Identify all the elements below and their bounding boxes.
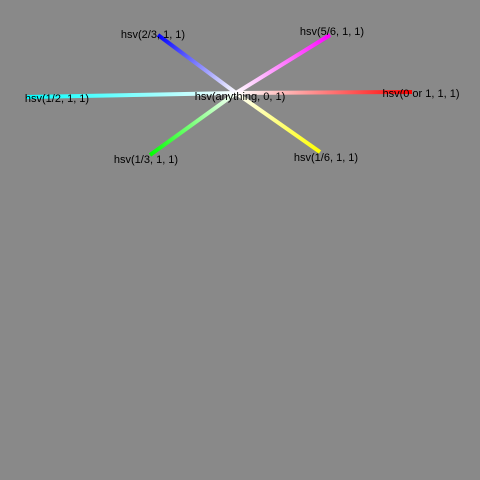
center-label: hsv(anything, 0, 1) xyxy=(195,91,286,103)
spoke-yellow xyxy=(234,91,322,154)
spoke-green xyxy=(148,91,238,157)
spoke-magenta xyxy=(234,33,332,95)
spoke-labels: hsv(0 or 1, 1, 1) hsv(1/6, 1, 1) hsv(1/3, … xyxy=(25,26,460,166)
spokes xyxy=(26,33,413,157)
spoke-label-magenta: hsv(5/6, 1, 1) xyxy=(300,26,364,38)
spoke-label-green: hsv(1/3, 1, 1) xyxy=(114,154,178,166)
spoke-cyan xyxy=(26,91,237,99)
spoke-label-cyan: hsv(1/2, 1, 1) xyxy=(25,93,89,105)
spoke-label-red: hsv(0 or 1, 1, 1) xyxy=(382,88,459,100)
spoke-label-blue: hsv(2/3, 1, 1) xyxy=(121,29,185,41)
spoke-label-yellow: hsv(1/6, 1, 1) xyxy=(294,152,358,164)
spoke-blue xyxy=(156,33,238,95)
spoke-red xyxy=(235,90,413,95)
